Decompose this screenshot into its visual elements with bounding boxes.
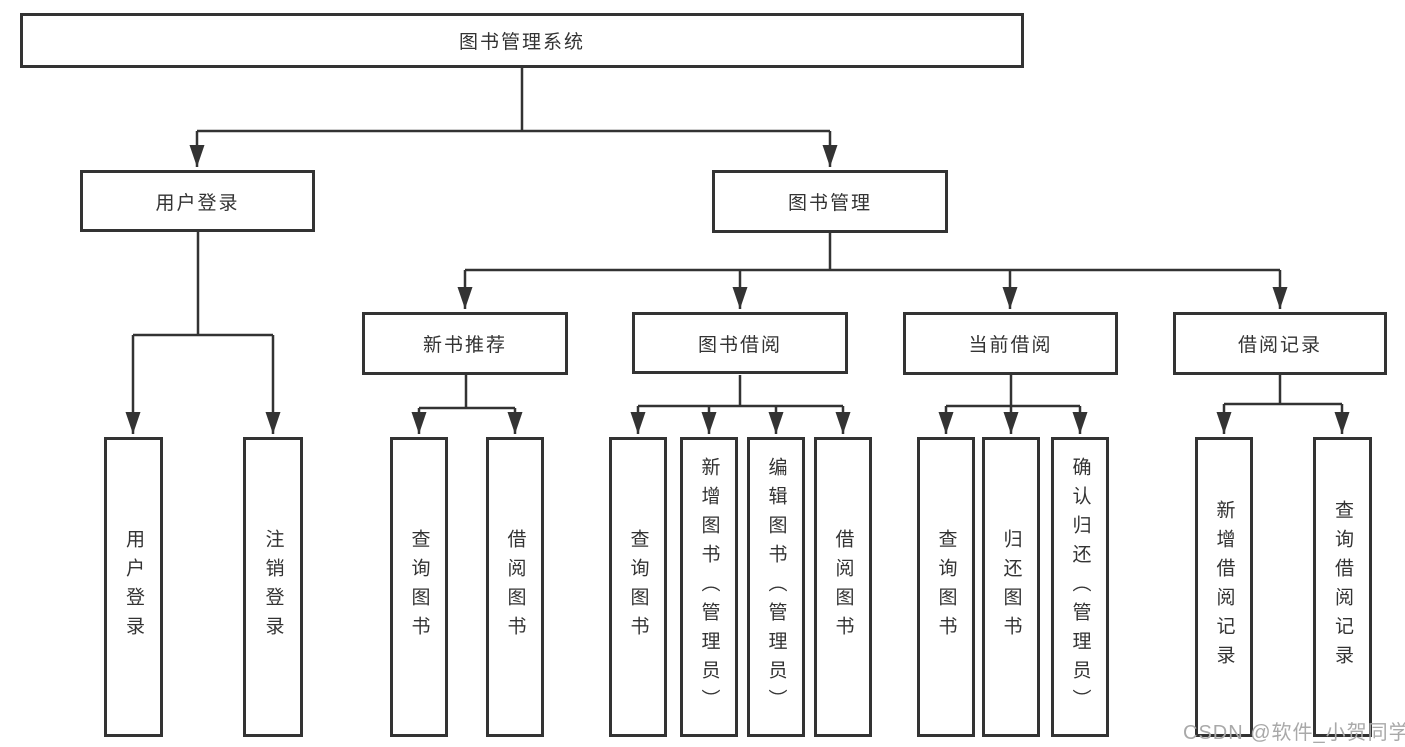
leaf-confirm-return-admin-label: 确认归还（管理员） [1069,456,1091,718]
leaf-query-borrow-record: 查询借阅记录 [1313,437,1372,737]
node-book-management-label: 图书管理 [787,193,872,214]
node-book-borrow-label: 图书借阅 [697,334,782,356]
node-borrow-records-label: 借阅记录 [1237,335,1322,356]
leaf-borrow-books-2: 借阅图书 [814,437,872,737]
leaf-add-book-admin-label: 新增图书（管理员） [698,456,720,718]
node-root-label: 图书管理系统 [458,32,585,53]
leaf-logout: 注销登录 [243,437,303,737]
leaf-borrow-books-2-label: 借阅图书 [832,529,854,645]
leaf-edit-book-admin-label: 编辑图书（管理员） [765,456,787,718]
leaf-query-books-3: 查询图书 [917,437,975,737]
node-user-login-label: 用户登录 [155,192,240,214]
leaf-query-books-3-label: 查询图书 [935,529,957,645]
node-new-book-recommend-label: 新书推荐 [422,335,507,356]
leaf-confirm-return-admin: 确认归还（管理员） [1051,437,1109,737]
node-new-book-recommend: 新书推荐 [362,312,568,375]
leaf-return-book-label: 归还图书 [1000,529,1022,645]
leaf-add-borrow-record: 新增借阅记录 [1195,437,1253,737]
node-book-borrow: 图书借阅 [632,312,848,374]
node-current-borrow-label: 当前借阅 [968,335,1053,356]
leaf-query-books-1-label: 查询图书 [408,529,430,645]
csdn-watermark: CSDN @软件_小贺同学 [1183,722,1405,744]
leaf-query-books-2-label: 查询图书 [627,529,649,645]
node-current-borrow: 当前借阅 [903,312,1118,375]
leaf-query-books-1: 查询图书 [390,437,448,737]
leaf-user-login-label: 用户登录 [123,529,144,645]
leaf-query-borrow-record-label: 查询借阅记录 [1332,500,1353,674]
node-root: 图书管理系统 [20,13,1024,68]
node-borrow-records: 借阅记录 [1173,312,1387,375]
leaf-query-books-2: 查询图书 [609,437,667,737]
leaf-add-borrow-record-label: 新增借阅记录 [1213,500,1235,674]
leaf-return-book: 归还图书 [982,437,1040,737]
node-book-management: 图书管理 [712,170,948,233]
leaf-user-login: 用户登录 [104,437,163,737]
leaf-edit-book-admin: 编辑图书（管理员） [747,437,805,737]
leaf-borrow-books-1: 借阅图书 [486,437,544,737]
leaf-borrow-books-1-label: 借阅图书 [504,529,526,645]
leaf-add-book-admin: 新增图书（管理员） [680,437,738,737]
leaf-logout-label: 注销登录 [262,529,284,645]
node-user-login: 用户登录 [80,170,315,232]
